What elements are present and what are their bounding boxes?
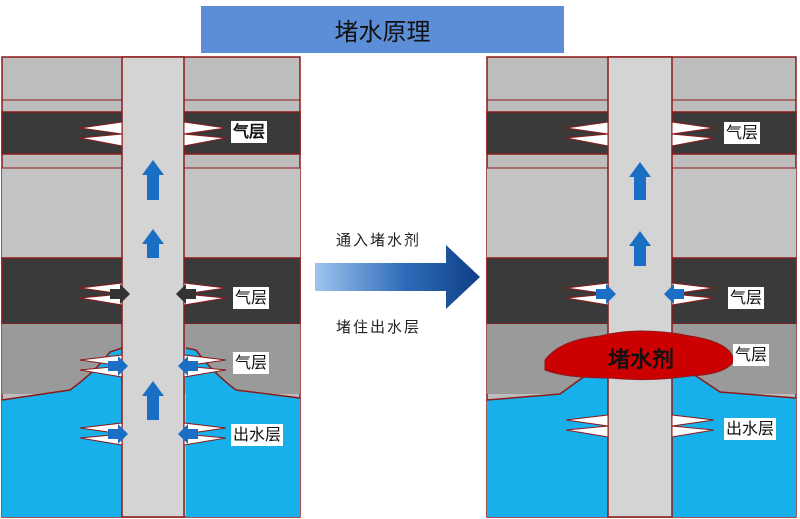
right-upflow-arrows bbox=[629, 162, 651, 266]
left-gas-layer-2-label: 气层 bbox=[233, 287, 270, 309]
right-water-layer bbox=[487, 360, 608, 517]
left-inflow-arrow-dark-l bbox=[110, 284, 130, 304]
left-inflow-arrows bbox=[108, 284, 198, 444]
left-water-layer-label: 出水层 bbox=[231, 424, 284, 446]
left-wellbore bbox=[121, 56, 185, 518]
left-inflow-arrow-blue-r2 bbox=[178, 424, 198, 444]
left-water-layer bbox=[2, 348, 122, 517]
left-inflow-arrow-blue-l2 bbox=[108, 424, 128, 444]
left-gas-layer-3-label: 气层 bbox=[233, 352, 270, 374]
left-gas-layer-1-label: 气层 bbox=[231, 121, 268, 143]
right-formation bbox=[486, 56, 797, 518]
plugging-agent-label: 堵水剂 bbox=[608, 348, 675, 373]
step-block-text: 堵住出水层 bbox=[336, 318, 422, 336]
right-gas-layer-2-label: 气层 bbox=[728, 287, 765, 309]
right-water-layer-label: 出水层 bbox=[724, 418, 777, 440]
right-gas-layer-1-label: 气层 bbox=[724, 122, 761, 144]
right-wellbore bbox=[607, 56, 673, 518]
page-title: 堵水原理 bbox=[201, 6, 564, 53]
step-inject-text: 通入堵水剂 bbox=[336, 231, 422, 249]
right-perforations bbox=[565, 121, 715, 438]
right-inflow-arrows bbox=[596, 284, 684, 304]
right-gas-layer-3-label: 气层 bbox=[733, 344, 770, 366]
left-upflow-arrows bbox=[142, 160, 164, 420]
left-inflow-arrow-blue-r1 bbox=[178, 356, 198, 376]
left-inflow-arrow-blue-l1 bbox=[108, 356, 128, 376]
left-inflow-arrow-dark-r bbox=[176, 284, 196, 304]
process-arrow bbox=[315, 245, 480, 309]
